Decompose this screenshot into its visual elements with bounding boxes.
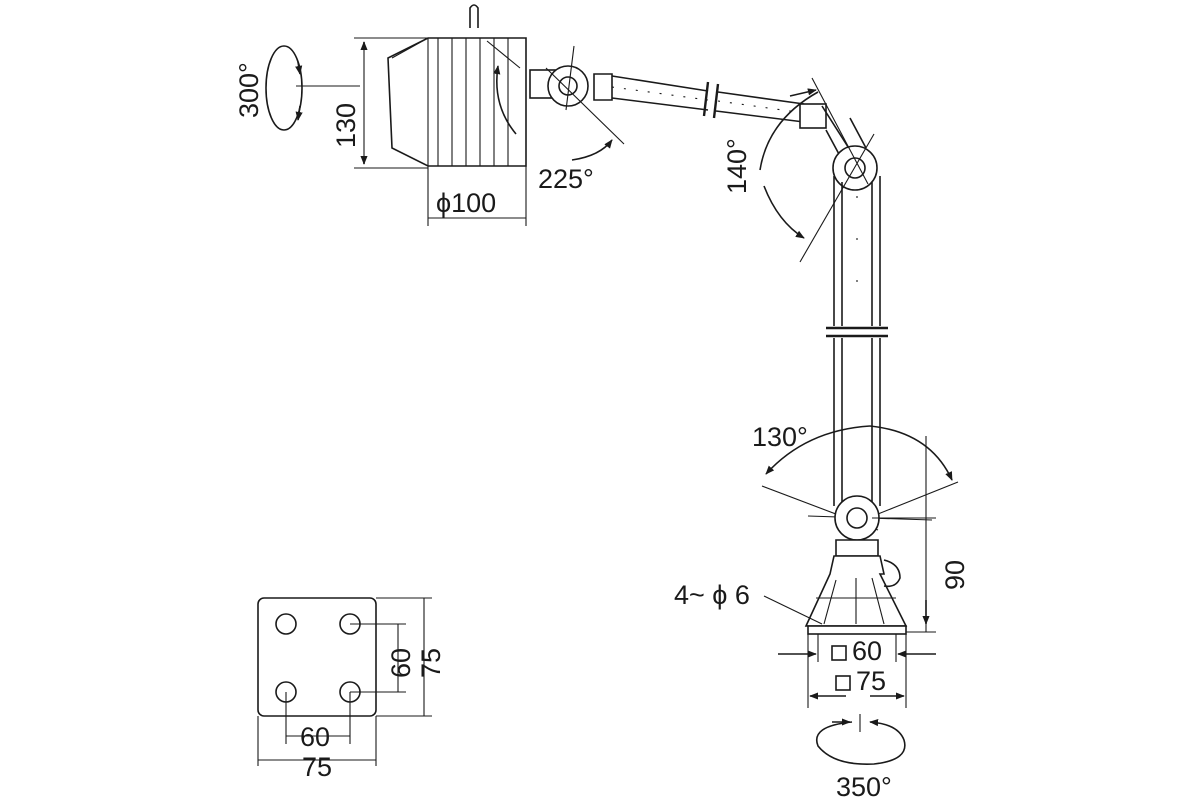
base-angle-arc-left xyxy=(765,425,871,475)
elbow-neck xyxy=(799,103,827,129)
base-plate-edge xyxy=(807,625,907,635)
base-outer-label: 75 xyxy=(856,666,886,696)
elbow-angle-label: 140° xyxy=(722,138,752,194)
elbow-angle-arc-bottom xyxy=(763,185,805,239)
lower-arm xyxy=(826,176,888,506)
lamp-head xyxy=(387,4,527,167)
hole-spec-leader xyxy=(763,595,823,625)
base-inner-label: 60 xyxy=(852,636,882,666)
head-diameter-label: ϕ100 xyxy=(436,188,496,218)
plate-h-outer-label: 75 xyxy=(302,752,332,782)
base-height-dimension xyxy=(872,436,936,633)
base-joint-angle-label: 130° xyxy=(752,422,808,452)
elbow-joint xyxy=(759,77,878,263)
plate-horizontal-dimensions xyxy=(257,692,377,766)
head-switch-knob xyxy=(469,4,479,28)
base-square-dimensions xyxy=(778,634,936,708)
head-pivot-joint xyxy=(545,45,625,145)
head-diameter-dimension xyxy=(427,166,527,226)
plate-h-inner-label: 60 xyxy=(300,722,330,752)
mounting-plate xyxy=(257,597,377,717)
plate-v-inner-label: 60 xyxy=(386,648,416,678)
head-height-label: 130 xyxy=(331,103,361,148)
head-tilt-arrow xyxy=(493,65,517,135)
plate-v-outer-label: 75 xyxy=(416,648,446,678)
rotation-head-label: 300° xyxy=(234,62,264,118)
head-body xyxy=(387,37,527,167)
mount-hole xyxy=(275,613,297,635)
base-angle-arc-right xyxy=(869,425,953,481)
elbow-angle-arc-top xyxy=(759,91,819,171)
head-tilt-label: 225° xyxy=(538,164,594,194)
base xyxy=(804,539,908,635)
base-rotation-label: 350° xyxy=(836,772,892,800)
head-height-dimension xyxy=(354,37,428,169)
base-height-label: 90 xyxy=(940,560,970,590)
hole-spec-label: 4~ ϕ 6 xyxy=(674,580,750,610)
base-rotation-indicator xyxy=(815,714,906,765)
head-rotation-indicator xyxy=(265,45,360,131)
plate-vertical-dimensions xyxy=(350,597,432,717)
mounting-plate-body xyxy=(257,597,377,717)
head-tilt-arc xyxy=(571,139,613,161)
